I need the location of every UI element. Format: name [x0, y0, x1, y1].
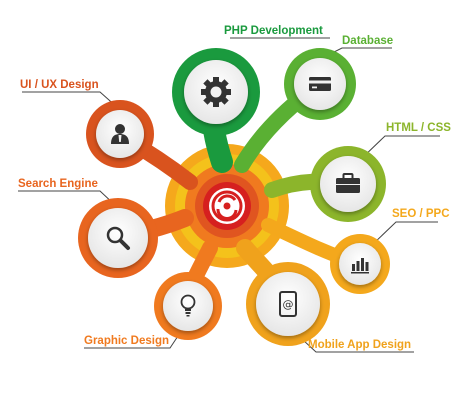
label-seo-ppc: SEO / PPC	[392, 208, 450, 220]
user-icon	[111, 124, 129, 144]
disc-graphic	[163, 281, 213, 331]
bar-chart-icon	[351, 258, 369, 274]
leader-seo	[371, 221, 438, 246]
briefcase-icon	[336, 173, 360, 193]
label-ui-ux-design: UI / UX Design	[20, 79, 99, 91]
label-search-engine: Search Engine	[18, 178, 98, 190]
mobile-icon: @	[279, 291, 297, 317]
gear-icon	[201, 77, 231, 107]
credit-card-icon	[309, 77, 331, 91]
label-php-development: PHP Development	[224, 25, 323, 37]
lightbulb-icon	[180, 294, 196, 317]
disc-seo	[339, 243, 381, 285]
label-graphic-design: Graphic Design	[84, 335, 169, 347]
disc-mobile	[256, 272, 320, 336]
magnifier-icon	[106, 226, 130, 250]
label-mobile-app-design: Mobile App Design	[308, 339, 412, 351]
svg-text:@: @	[283, 298, 294, 311]
label-html-css: HTML / CSS	[386, 122, 451, 134]
brand-logo-icon	[209, 188, 245, 224]
label-database: Database	[342, 35, 394, 47]
disc-search	[88, 208, 148, 268]
